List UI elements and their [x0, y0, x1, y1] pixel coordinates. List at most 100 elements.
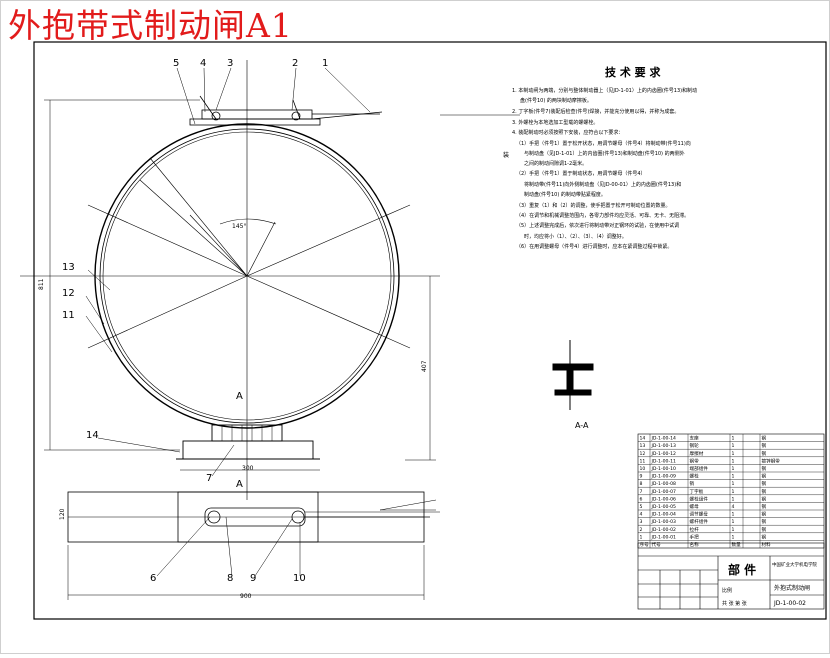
bom-cell: 3 [640, 519, 643, 525]
part-labels: 1 2 3 4 5 6 7 8 9 10 11 12 13 14 [62, 58, 328, 584]
bom-cell: 钢 [762, 488, 767, 495]
bom-cell: 1 [732, 481, 735, 487]
bom-cell: 拉杆 [690, 526, 700, 533]
bom-cell: 钢 [762, 450, 767, 457]
tech-req-line: （4）在调节和机械调整范围内，各零力部件均应灵活、可靠、无卡、无阻滞。 [516, 212, 689, 219]
part-label: 13 [62, 262, 75, 273]
bom-cell: 1 [732, 512, 735, 518]
part-label: 11 [62, 310, 75, 321]
leader-lines [85, 67, 371, 577]
tech-req-line: 2. 丁字板(件号7)装配后检查(件号)焊接，并能充分使用以得，并称为成套。 [512, 108, 679, 115]
bom-cell: 钢轮 [690, 442, 700, 449]
bom-cell: 7 [640, 489, 643, 495]
dim-base-width: 300 [242, 465, 254, 472]
company-name: 中国矿业大学机电学院 [772, 561, 817, 568]
tech-req-heading: 技 术 要 求 [605, 65, 661, 79]
bom-cell: 1 [732, 436, 735, 442]
bom-header-cell: 材料 [762, 541, 772, 548]
bom-cell: 12 [640, 451, 646, 457]
bom-cell: JD-1-00-13 [651, 443, 677, 449]
section-aa-label: A-A [575, 421, 589, 430]
bom-cell: 13 [640, 443, 646, 449]
part-label: 7 [206, 473, 212, 484]
drawing-title: 外抱带式制动闸A1 [8, 6, 293, 45]
dim-plan-width: 900 [240, 593, 252, 600]
dim-left-height: 811 [38, 278, 45, 290]
brake-wheel: 145° [87, 123, 411, 429]
section-a-top: A [236, 391, 243, 402]
part-label: 9 [250, 573, 256, 584]
bom-cell: 端部组件 [690, 465, 709, 472]
bom-cell: 钢 [762, 473, 767, 480]
part-label: 4 [200, 58, 206, 69]
tech-req-line: 与制动盘（见JD-1-01）上的内齿圈(件号13)和制动盘(件号10) 的两侧外 [524, 150, 685, 157]
bom-cell: 4 [732, 504, 735, 510]
bom-cell: 手把 [690, 533, 700, 540]
part-label: 5 [173, 58, 179, 69]
bom-cell: 钢 [762, 435, 767, 442]
sheet-border [33, 41, 827, 620]
tech-req-lines: 1. 本制动闸为两端，分别与整体制动器上（见JD-1-01）上的内齿圈(件号13… [512, 87, 697, 250]
bom-cell: 销 [690, 480, 695, 487]
bom-cell: 6 [640, 496, 643, 502]
bom-cell: 钢 [762, 526, 767, 533]
tech-req-line: （3）重复（1）和（2）的调整，使手把置于松开可制动位置的数量。 [516, 202, 671, 209]
svg-text:145°: 145° [232, 223, 246, 230]
part-name: 外抱式制动闸 [774, 584, 810, 592]
tech-req-line: （2）手把（件号1）置于制动状态，用调节螺母（件号4） [516, 170, 646, 177]
bom-cell: 5 [640, 504, 643, 510]
tech-req-line: 3. 外螺栓为本地选加工型载的螺螺栓。 [512, 119, 598, 126]
part-label: 6 [150, 573, 156, 584]
bom-cell: JD-1-00-09 [651, 474, 677, 480]
bom-cell: 丁字板 [690, 488, 704, 495]
section-a-bottom: A [236, 479, 243, 490]
bom-cell: JD-1-00-04 [651, 512, 677, 518]
part-label: 1 [322, 58, 328, 69]
bom-cell: 9 [640, 474, 643, 480]
bom-cell: 4 [640, 512, 643, 518]
part-label: 10 [293, 573, 306, 584]
tech-req-line: （1）手把（件号1）置于松开状态，用调节螺母（件号4）将制动带(件号11)向 [516, 140, 691, 147]
part-label: 3 [227, 58, 233, 69]
bom-cell: 1 [732, 534, 735, 540]
bom-cell: 1 [732, 466, 735, 472]
bom-cell: 1 [732, 474, 735, 480]
bom-cell: 钢 [762, 503, 767, 510]
tech-req-line: 之间的制动间隙调1-2毫米。 [524, 160, 587, 167]
bom-cell: 1 [732, 519, 735, 525]
bom-cell: 钢 [762, 465, 767, 472]
bom-cell: JD-1-00-06 [651, 496, 677, 502]
bom-header-cell: 数量 [732, 541, 742, 548]
bom-cell: JD-1-00-01 [651, 534, 677, 540]
bom-cell: 钢 [762, 495, 767, 502]
bom-cell: 镀锌钢带 [762, 457, 781, 464]
tech-req-line: 制动盘(件号10) 的制动带贴紧程度。 [524, 191, 606, 198]
bom-cell: JD-1-00-12 [651, 451, 677, 457]
bom-cell: 10 [640, 466, 646, 472]
bom-cell: 钢 [762, 511, 767, 518]
bom-cell: 14 [640, 436, 646, 442]
bom-cell: 钢 [762, 442, 767, 449]
bom-cell: 钢 [762, 533, 767, 540]
drawing-number: JD-1-00-02 [773, 600, 806, 607]
bom-cell: 1 [732, 489, 735, 495]
bom-cell: 摩擦材 [690, 450, 704, 457]
bom-cell: 1 [732, 443, 735, 449]
bom-cell: JD-1-00-03 [651, 519, 677, 525]
lever-assembly [189, 95, 383, 126]
bom-cell: 螺栓 [690, 473, 700, 480]
bom-cell: 螺母 [690, 503, 700, 510]
category-label: 部 件 [728, 562, 756, 577]
bom-cell: JD-1-00-11 [651, 458, 677, 464]
bom-cell: 钢 [762, 480, 767, 487]
bom-cell: 螺杆组件 [690, 518, 709, 525]
bom-cell: JD-1-00-08 [651, 481, 677, 487]
part-label: 12 [62, 288, 75, 299]
bom-cell: JD-1-00-14 [651, 436, 677, 442]
bom-cell: 1 [732, 527, 735, 533]
tech-req-line: 1. 本制动闸为两端，分别与整体制动器上（见JD-1-01）上的内齿圈(件号13… [512, 87, 697, 94]
bom-cell: JD-1-00-07 [651, 489, 677, 495]
bom-cell: JD-1-00-10 [651, 466, 677, 472]
